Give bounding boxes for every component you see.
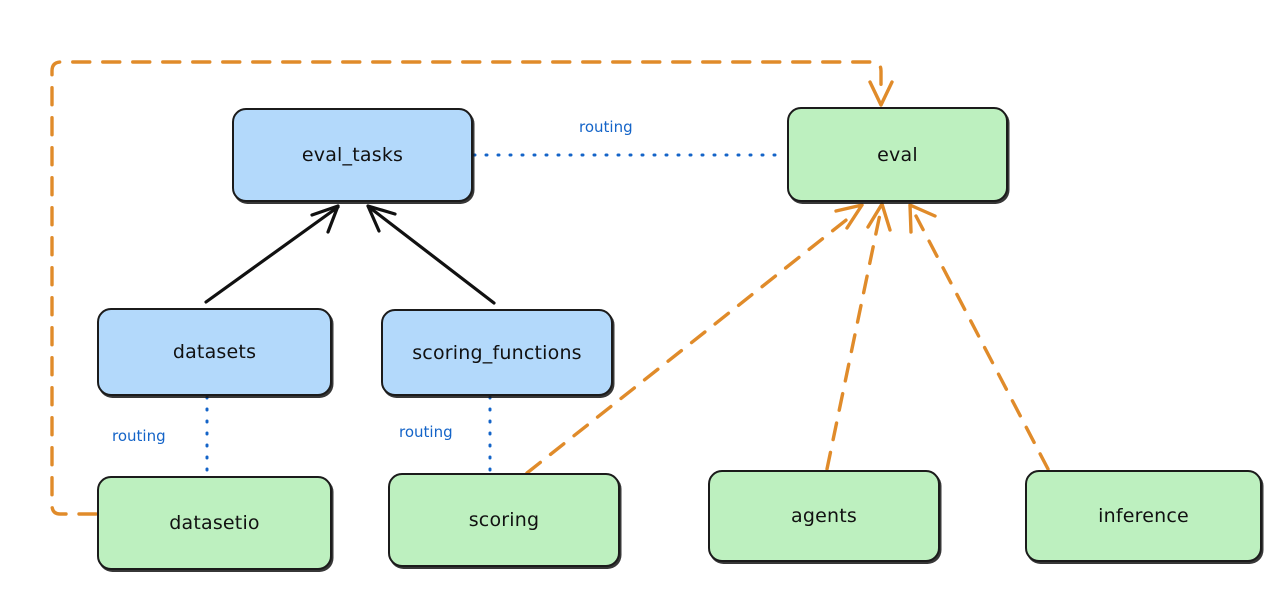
node-label: scoring	[468, 509, 540, 531]
node-label: datasets	[172, 341, 257, 363]
node-eval[interactable]: eval	[787, 107, 1008, 202]
edge-scoring-to-eval	[525, 203, 864, 475]
edge-scoring_functions-to-eval_tasks	[366, 204, 496, 305]
node-label: eval	[877, 143, 918, 166]
edge-datasetio-to-eval	[50, 60, 894, 516]
edge-agents-to-eval	[825, 202, 892, 471]
node-label: inference	[1098, 505, 1189, 527]
node-datasetio[interactable]: datasetio	[97, 476, 332, 570]
node-datasets[interactable]: datasets	[97, 308, 332, 396]
node-label: scoring_functions	[412, 341, 582, 364]
node-label: datasetio	[169, 512, 260, 534]
node-label: agents	[791, 505, 857, 527]
edge-label-routing-scoring_functions-scoring: routing	[399, 423, 453, 441]
node-label: eval_tasks	[301, 144, 404, 166]
edge-inference-to-eval	[908, 203, 1050, 471]
node-scoring[interactable]: scoring	[388, 473, 620, 567]
node-scoring_functions[interactable]: scoring_functions	[381, 309, 613, 396]
edge-label-routing-eval_tasks-eval: routing	[579, 118, 633, 136]
edge-datasets-to-eval_tasks	[204, 204, 340, 304]
node-eval_tasks[interactable]: eval_tasks	[232, 108, 473, 202]
node-agents[interactable]: agents	[708, 470, 940, 562]
edge-label-routing-datasets-datasetio: routing	[112, 427, 166, 445]
node-inference[interactable]: inference	[1025, 470, 1262, 562]
